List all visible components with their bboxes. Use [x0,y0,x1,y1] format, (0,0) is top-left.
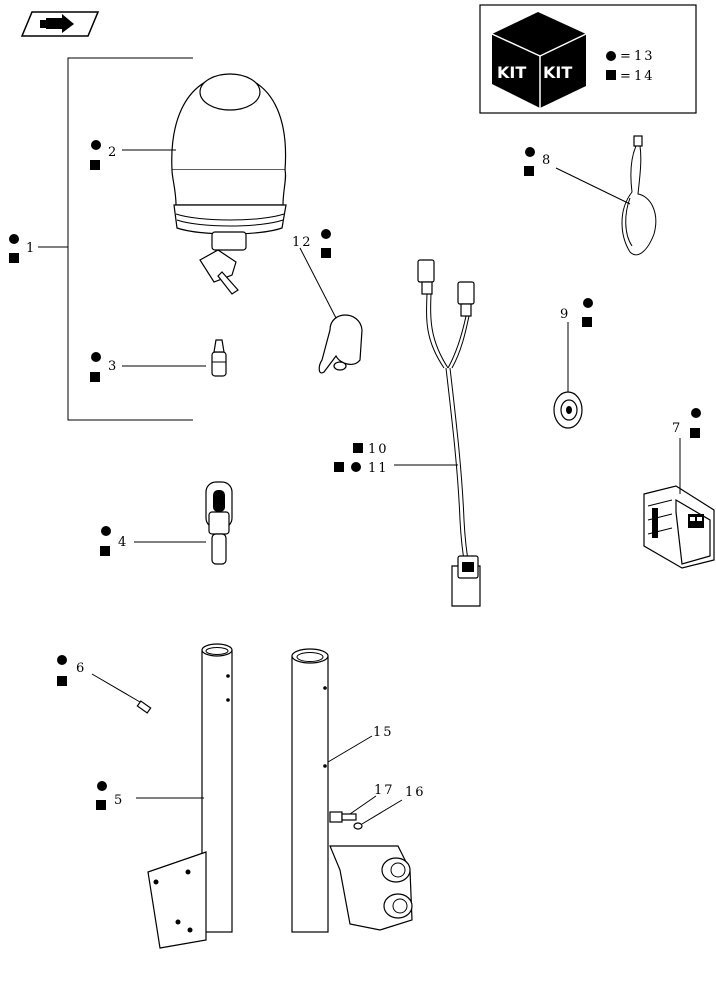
callout-10[interactable]: 10 [353,442,389,457]
callout-4[interactable]: 4 [100,526,128,556]
nav-arrow-button[interactable] [20,11,100,37]
kit-legend-box: KIT KIT = 13 = 14 [479,4,697,114]
callout-9[interactable]: 9 [560,298,593,327]
square-marker-icon [606,70,616,80]
callout-11-number: 11 [368,461,389,476]
square-marker-icon [57,676,67,686]
callout-5[interactable]: 5 [96,781,124,810]
rocker-switch [643,485,715,569]
set-screw [136,700,152,714]
circle-marker-icon [691,408,701,418]
grommet [553,391,583,429]
kit-legend-equals-2: = [620,69,633,84]
circle-marker-icon [606,51,616,61]
callout-6[interactable]: 6 [57,655,86,686]
callout-5-number: 5 [114,793,124,808]
callout-4-number: 4 [118,535,128,550]
callout-8-number: 8 [542,153,552,168]
kit-label-left: KIT [497,63,526,82]
pin-part [211,339,227,377]
square-marker-icon [582,317,592,327]
mounting-pin [205,481,233,565]
callout-3[interactable]: 3 [90,352,118,382]
callout-15[interactable]: 15 [373,725,394,740]
p-clamp [318,314,363,374]
circle-marker-icon [351,462,361,472]
callout-16[interactable]: 16 [405,785,426,800]
beacon-lamp [171,73,287,295]
cable-tie [621,135,657,256]
callout-17[interactable]: 17 [374,783,395,798]
square-marker-icon [321,248,331,258]
circle-marker-icon [101,526,111,536]
square-marker-icon [90,372,100,382]
callout-1[interactable]: 1 [9,234,36,263]
mounting-post-left [147,643,233,949]
callout-8[interactable]: 8 [524,147,552,176]
square-marker-icon [334,462,344,472]
item-1-bracket [38,57,193,421]
arrow-right-icon [40,14,74,33]
circle-marker-icon [321,229,331,239]
kit-legend-ref-square: 14 [634,69,655,84]
square-marker-icon [90,160,100,170]
square-marker-icon [9,253,19,263]
callout-9-number: 9 [560,307,570,322]
square-marker-icon [690,428,700,438]
kit-legend-ref-circle: 13 [634,49,655,64]
kit-cube-icon: KIT KIT [491,12,587,108]
square-marker-icon [524,166,534,176]
callout-1-number: 1 [26,241,36,256]
kit-label-right: KIT [543,63,572,82]
circle-marker-icon [9,234,19,244]
callout-12[interactable]: 12 [292,229,331,258]
callout-15-number: 15 [373,725,394,740]
square-marker-icon [353,443,363,453]
callout-2-number: 2 [108,145,118,160]
circle-marker-icon [57,655,67,665]
callout-17-number: 17 [374,783,395,798]
bolt [329,811,357,823]
callout-12-number: 12 [292,235,313,250]
callout-2[interactable]: 2 [90,140,118,170]
callout-10-number: 10 [368,442,389,457]
callout-6-number: 6 [76,661,86,676]
wiring-harness [417,259,481,607]
circle-marker-icon [583,298,593,308]
callout-7-number: 7 [672,421,682,436]
circle-marker-icon [525,147,535,157]
circle-marker-icon [91,352,101,362]
square-marker-icon [96,800,106,810]
square-marker-icon [100,546,110,556]
callout-11[interactable]: 11 [334,461,389,476]
kit-legend-equals-1: = [620,49,633,64]
circle-marker-icon [97,781,107,791]
circle-marker-icon [91,140,101,150]
callout-3-number: 3 [108,359,118,374]
callout-7[interactable]: 7 [672,408,701,438]
callout-16-number: 16 [405,785,426,800]
mounting-post-right [291,648,413,933]
washer [353,822,363,830]
